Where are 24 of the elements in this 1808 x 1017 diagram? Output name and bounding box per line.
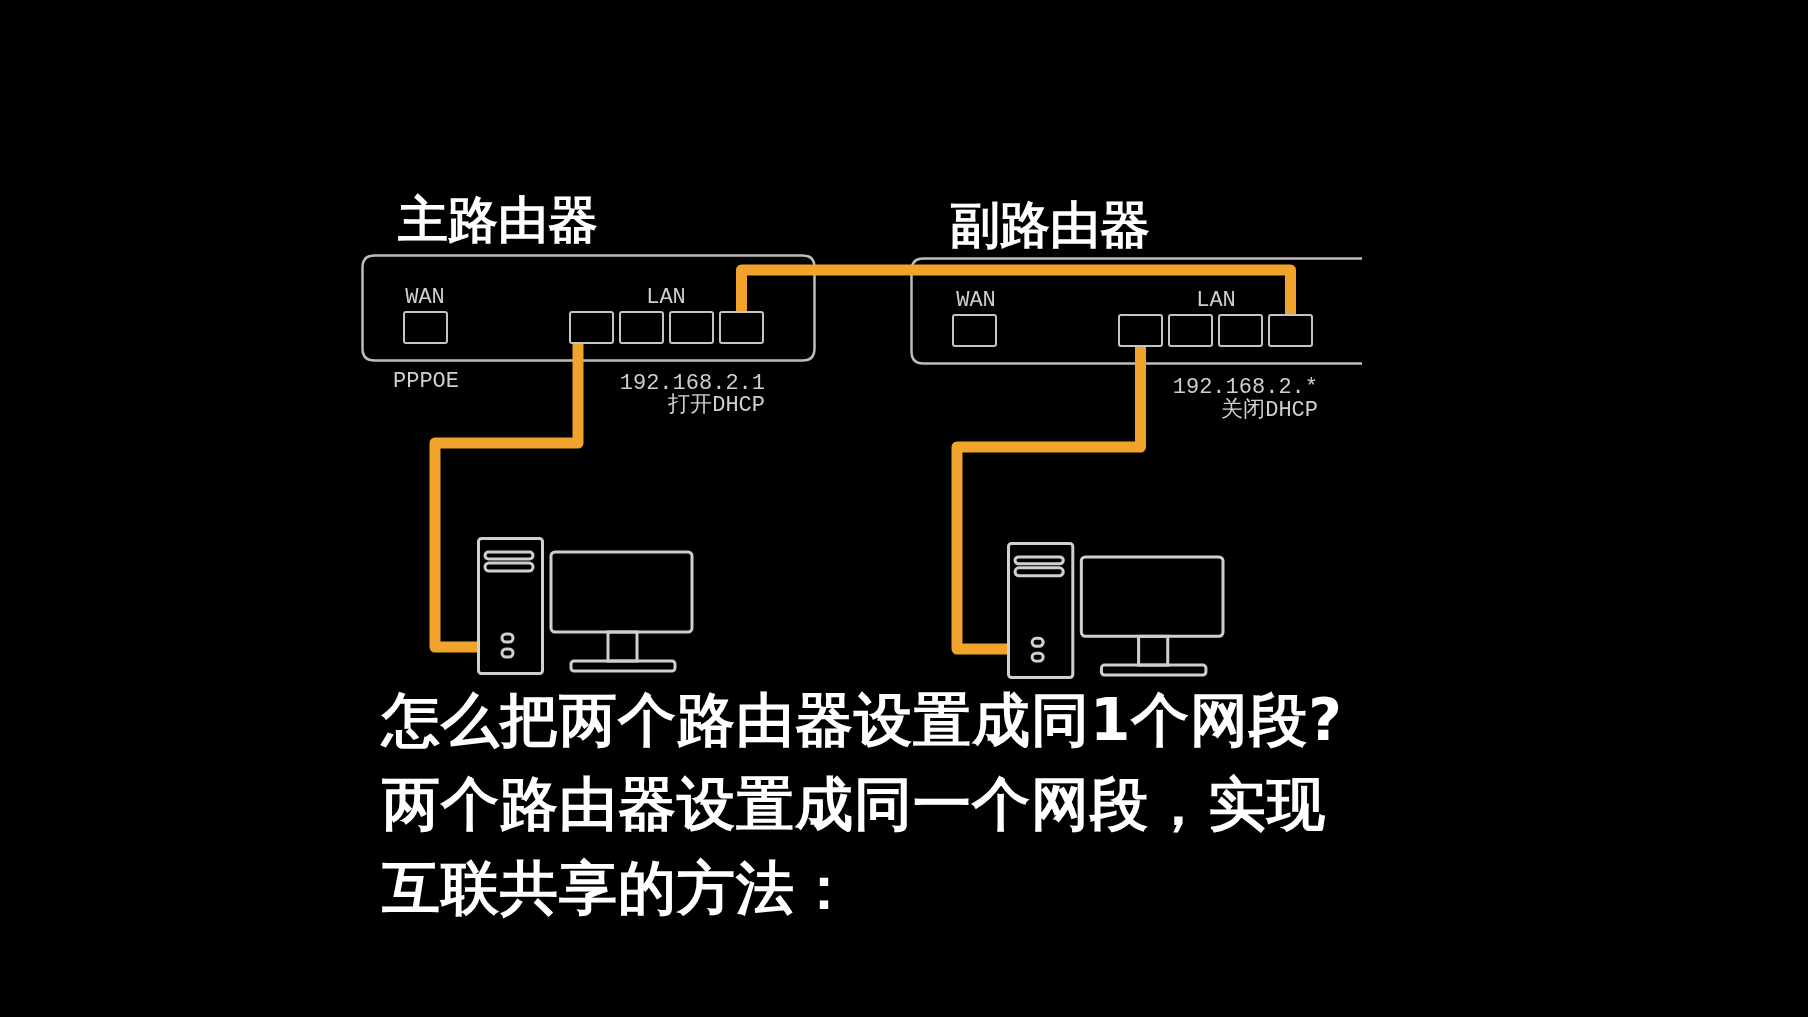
ethernet-port bbox=[403, 311, 448, 344]
desktop-computer-icon bbox=[477, 537, 694, 675]
ethernet-port bbox=[569, 311, 614, 344]
port-label: WAN bbox=[956, 290, 996, 312]
port-label: LAN bbox=[646, 287, 686, 309]
port-label: WAN bbox=[405, 287, 445, 309]
port-label: LAN bbox=[1196, 290, 1236, 312]
network-cable bbox=[429, 344, 584, 653]
ethernet-port bbox=[1168, 314, 1213, 347]
desktop-computer-icon bbox=[1007, 542, 1225, 679]
ethernet-port bbox=[719, 311, 764, 344]
ethernet-port bbox=[1218, 314, 1263, 347]
question-heading: 怎么把两个路由器设置成同1个网段? bbox=[382, 685, 1343, 756]
ethernet-port bbox=[1118, 314, 1163, 347]
ethernet-port bbox=[669, 311, 714, 344]
config-label: 打开DHCP bbox=[668, 395, 765, 417]
config-label: PPPOE bbox=[393, 371, 459, 393]
ethernet-port bbox=[1268, 314, 1313, 347]
ethernet-port bbox=[619, 311, 664, 344]
network-cable bbox=[736, 264, 1296, 314]
router-title: 副路由器 bbox=[950, 200, 1150, 250]
body-paragraph: 两个路由器设置成同一个网段，实现互联共享的方法： bbox=[382, 769, 1327, 924]
ethernet-port bbox=[952, 314, 997, 347]
router-title: 主路由器 bbox=[398, 195, 598, 245]
